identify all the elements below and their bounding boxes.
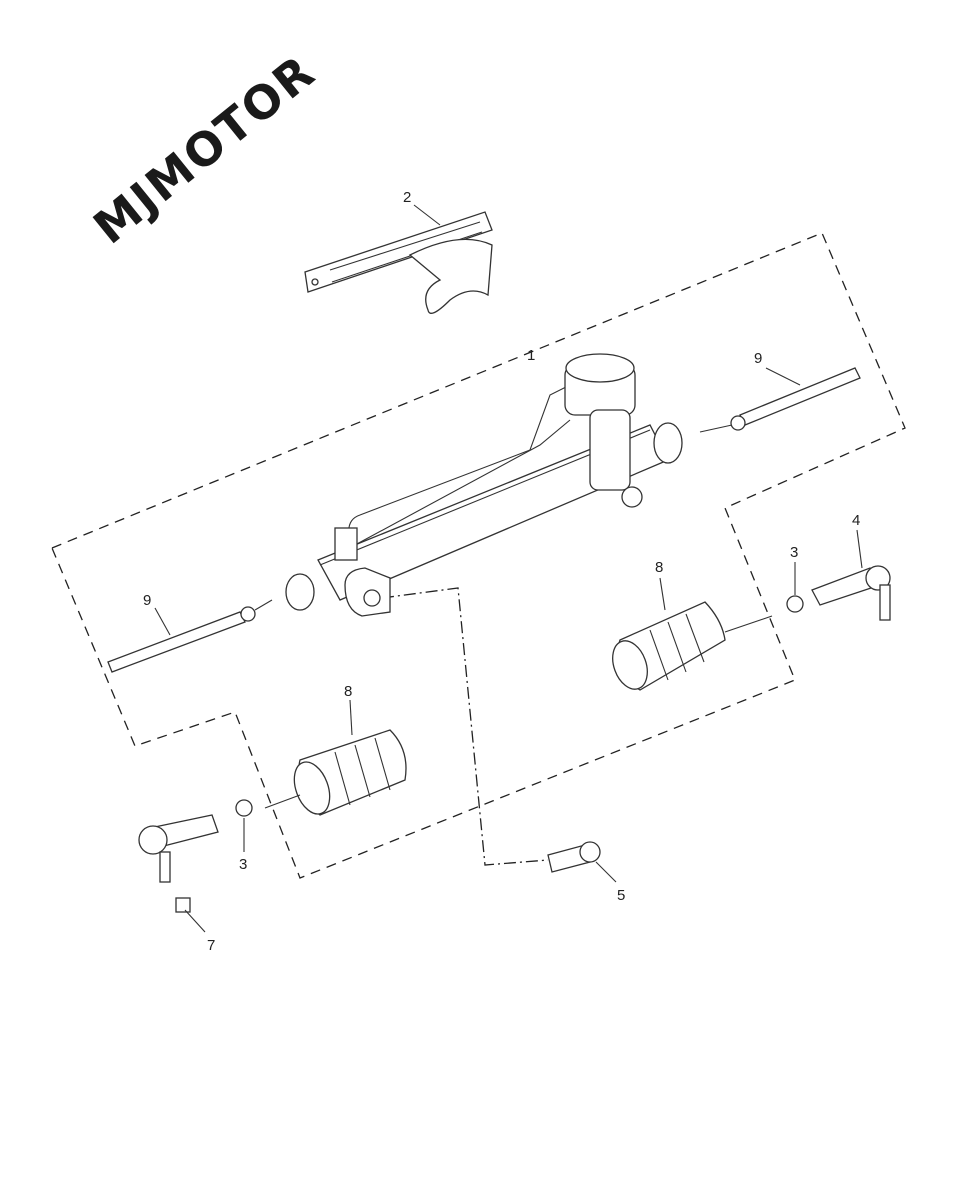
washer-left — [235, 799, 253, 817]
steering-rack-assembly — [285, 353, 683, 617]
inner-tie-rod-right — [699, 367, 861, 433]
inner-tie-rod-left — [107, 599, 273, 673]
callout-3-right: 3 — [790, 544, 798, 561]
bolt-leader-line — [381, 587, 549, 866]
tie-rod-end-left — [138, 814, 219, 883]
callout-2: 2 — [403, 189, 411, 206]
bracket-part — [304, 211, 493, 314]
tie-rod-end-right — [811, 565, 891, 621]
callout-7: 7 — [207, 937, 215, 954]
mjmotor-logo: MJMOTOR — [83, 44, 325, 254]
callout-leaders — [154, 204, 863, 933]
cotter-pin — [175, 897, 191, 913]
assembly-group-outline — [51, 232, 906, 879]
callout-8-left: 8 — [344, 683, 352, 700]
callout-1: 1 — [527, 347, 535, 364]
boot-left — [264, 729, 407, 816]
boot-right — [612, 601, 773, 691]
washer-right — [786, 595, 804, 613]
callout-8-right: 8 — [655, 559, 663, 576]
callout-5: 5 — [617, 887, 625, 904]
callout-4: 4 — [852, 512, 860, 529]
callout-3-left: 3 — [239, 856, 247, 873]
callout-9-right: 9 — [754, 350, 762, 367]
callout-9-left: 9 — [143, 592, 151, 609]
bolt-part — [547, 841, 601, 873]
